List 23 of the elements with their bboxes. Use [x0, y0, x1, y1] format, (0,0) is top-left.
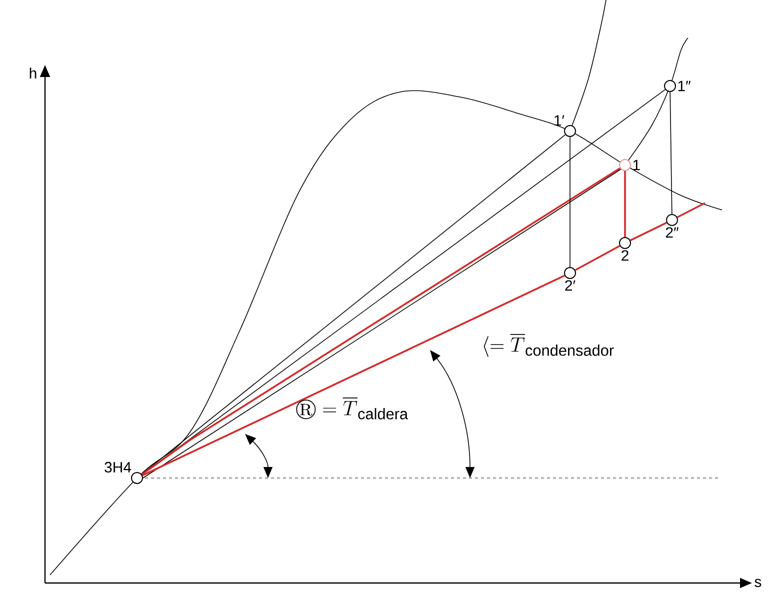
axis-label: s: [754, 578, 762, 588]
state-point: 1″: [664, 80, 691, 92]
line: [574, 245, 620, 271]
node-label: 1′: [554, 115, 564, 126]
state-point: 2: [619, 237, 631, 261]
node-label: 2: [622, 250, 628, 261]
angle-label: $\circledR =\overline{T}_{\mathrm{caldera}}$: [296, 398, 408, 420]
node-label: 3H4: [104, 462, 132, 473]
state-point: 1′: [554, 115, 576, 137]
state-point: 2′: [564, 267, 576, 291]
node-label: 2″: [666, 227, 679, 238]
line: [624, 171, 626, 237]
line: [630, 222, 668, 242]
axis-label: h: [30, 68, 36, 78]
state-point: 3H4: [104, 462, 143, 484]
angle-label: $\langle =\overline{T}_{\mathrm{condensador}}$: [484, 334, 614, 357]
line: [142, 274, 565, 476]
node-label: 1″: [678, 80, 691, 92]
node-label: 2′: [565, 280, 576, 291]
node-label: 1: [633, 160, 640, 170]
state-point: 2″: [666, 214, 679, 238]
state-point: 1: [619, 159, 640, 171]
line: [670, 92, 672, 214]
